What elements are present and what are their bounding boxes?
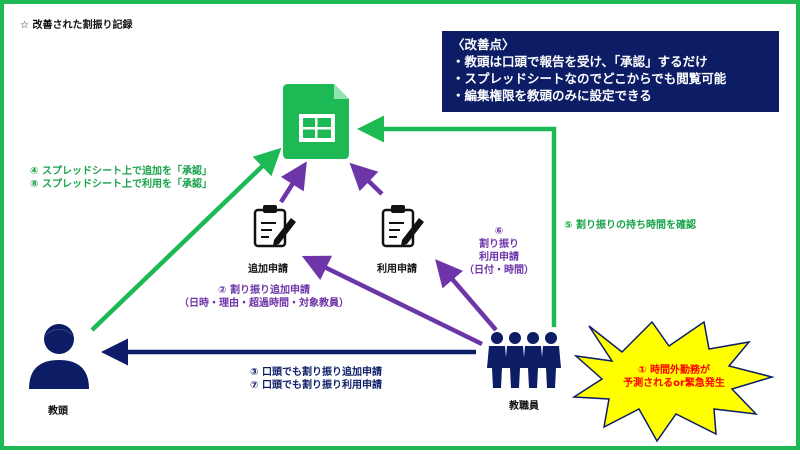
staff-label: 教職員 xyxy=(509,401,539,412)
add-apply-label: ② 割り振り追加申請 （日時・理由・超過時間・対象教員） xyxy=(179,285,349,309)
clipboard-icon xyxy=(253,205,296,248)
use-apply-label: ⑥ 割り振り 利用申請 （日付・時間） xyxy=(464,226,534,276)
page-title: ☆ 改善された割振り記録 xyxy=(20,20,133,31)
improvement-item: ・編集権限を教頭のみに設定できる xyxy=(452,88,652,103)
group-icon xyxy=(487,332,561,388)
check-time-label: ⑤ 割り振りの持ち時間を確認 xyxy=(564,220,696,231)
improvement-item: ・スプレッドシートなのでどこからでも閲覧可能 xyxy=(452,71,727,86)
arrow-staff-to-use xyxy=(435,259,498,332)
improvements-heading: 〈改善点〉 xyxy=(452,37,515,52)
improvement-item: ・教頭は口頭で報告を受け、「承認」するだけ xyxy=(452,54,708,69)
arrow-staff-to-add xyxy=(301,255,483,347)
verbal-label: ③ 口頭でも割り振り追加申請 ⑦ 口頭でも割り振り利用申請 xyxy=(250,367,382,391)
improvements-box: 〈改善点〉 ・教頭は口頭で報告を受け、「承認」するだけ ・スプレッドシートなので… xyxy=(442,31,779,112)
approve-label: ④ スプレッドシート上で追加を「承認」 ⑧ スプレッドシート上で利用を「承認」 xyxy=(30,166,212,190)
diagram-canvas xyxy=(29,84,775,443)
use-request-label: 利用申請 xyxy=(377,264,417,275)
trigger-label: ① 時間外勤務が 予測されるor緊急発生 xyxy=(623,365,725,389)
person-icon xyxy=(29,324,89,389)
spreadsheet-icon xyxy=(283,84,349,159)
vice-principal-label: 教頭 xyxy=(48,406,68,417)
arrow-add-to-sheet xyxy=(279,161,307,204)
add-request-label: 追加申請 xyxy=(248,264,288,275)
arrow-approve xyxy=(90,147,282,332)
arrow-check-time xyxy=(357,115,557,327)
arrow-use-to-sheet xyxy=(349,162,384,196)
clipboard-icon xyxy=(381,205,424,248)
burst-star xyxy=(571,320,775,443)
